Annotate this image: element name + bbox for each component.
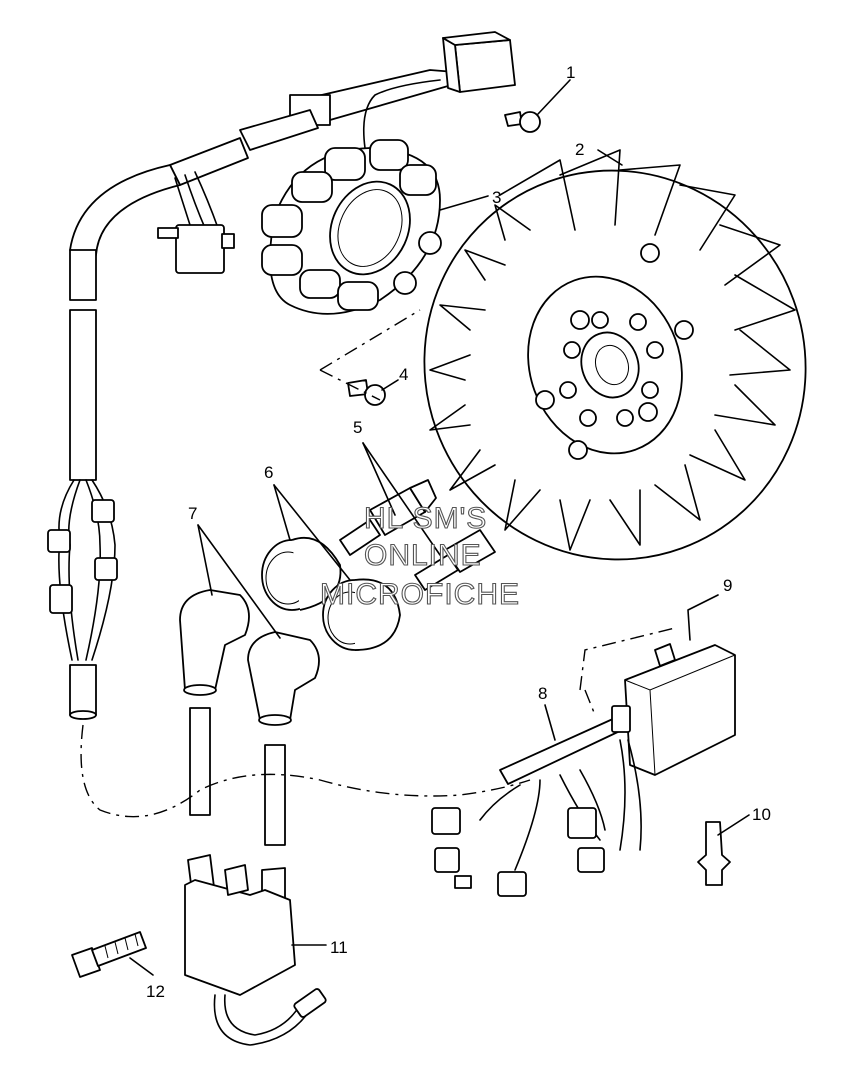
assembly-dash-lines [80,309,676,818]
junction-block [442,31,516,93]
watermark-line-3: MICROFICHE [320,578,520,611]
callout-9: 9 [723,576,732,595]
watermark: HL SM'S ONLINE MICROFICHE [319,501,520,611]
spark-plug-caps [179,589,320,846]
callout-2: 2 [575,140,584,159]
callout-8: 8 [538,684,547,703]
spark-plugs [339,479,496,591]
callout-1: 1 [566,63,575,82]
bolt-part-12 [71,931,147,978]
watermark-line-2: ONLINE [364,539,482,572]
screw-part-1 [504,111,541,133]
callout-5: 5 [353,418,362,437]
callout-4: 4 [399,365,408,384]
callout-12: 12 [146,982,165,1001]
ignition-coil [184,854,327,1046]
callout-6: 6 [264,463,273,482]
flywheel-fan-blades [429,149,796,551]
flywheel [423,149,807,561]
callout-7: 7 [188,504,197,523]
callout-3: 3 [492,188,501,207]
watermark-line-1: HL SM'S [364,502,487,535]
stator-wire-harness [47,69,456,720]
callout-11: 11 [330,938,348,957]
callout-10: 10 [752,805,771,824]
terminal-pin [697,821,731,886]
spark-plug-covers [261,536,401,651]
ignition-wire-harness [431,705,642,897]
cdi-module [624,643,736,776]
leader-lines [129,79,750,976]
callout-labels: 1 2 3 4 5 6 7 8 9 10 11 12 [146,63,771,1001]
stator-assembly [261,79,442,315]
